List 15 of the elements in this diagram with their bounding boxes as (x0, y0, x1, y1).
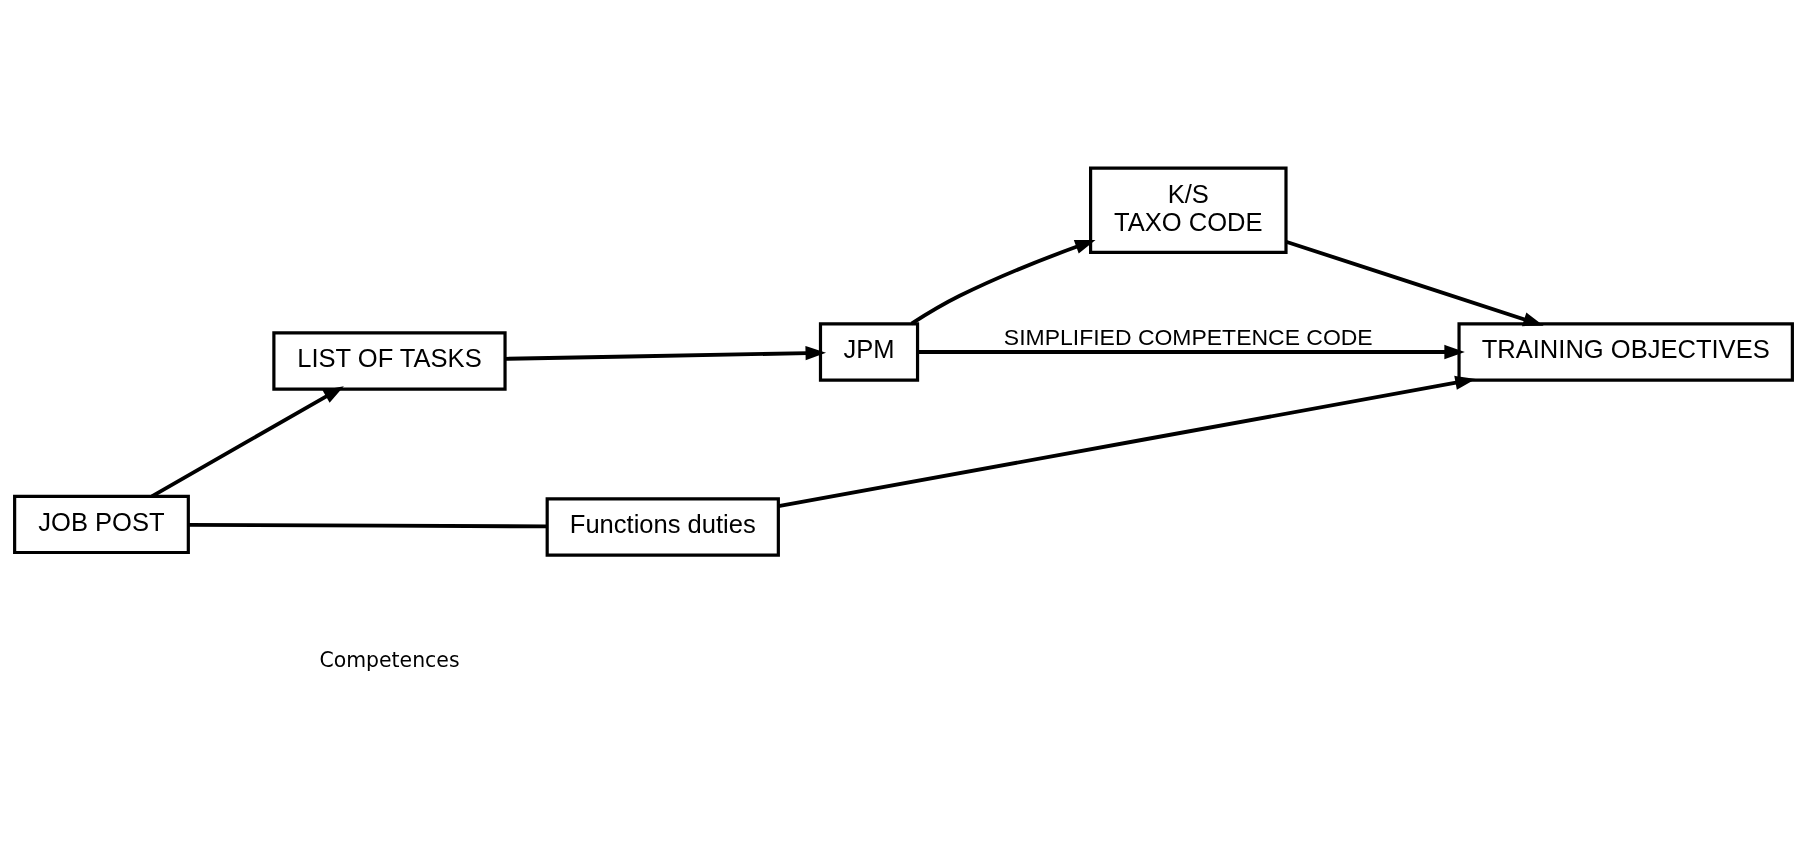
arrow (150, 386, 344, 498)
node-box: LIST OF TASKS (272, 331, 507, 391)
arrow (505, 346, 826, 361)
node-box: Functions duties (545, 497, 780, 557)
label: Competences (319, 648, 460, 673)
node-box: K/S TAXO CODE (1089, 166, 1288, 254)
arrow (1285, 239, 1544, 327)
edge-label: SIMPLIFIED COMPETENCE CODE (1003, 323, 1373, 350)
node-box: JPM (818, 322, 920, 382)
arrow (910, 239, 1096, 326)
connector (188, 522, 547, 529)
node-box: JOB POST (13, 494, 190, 555)
node-box: TRAINING OBJECTIVES (1457, 322, 1794, 382)
arrow (918, 344, 1465, 360)
arrow (778, 375, 1476, 508)
